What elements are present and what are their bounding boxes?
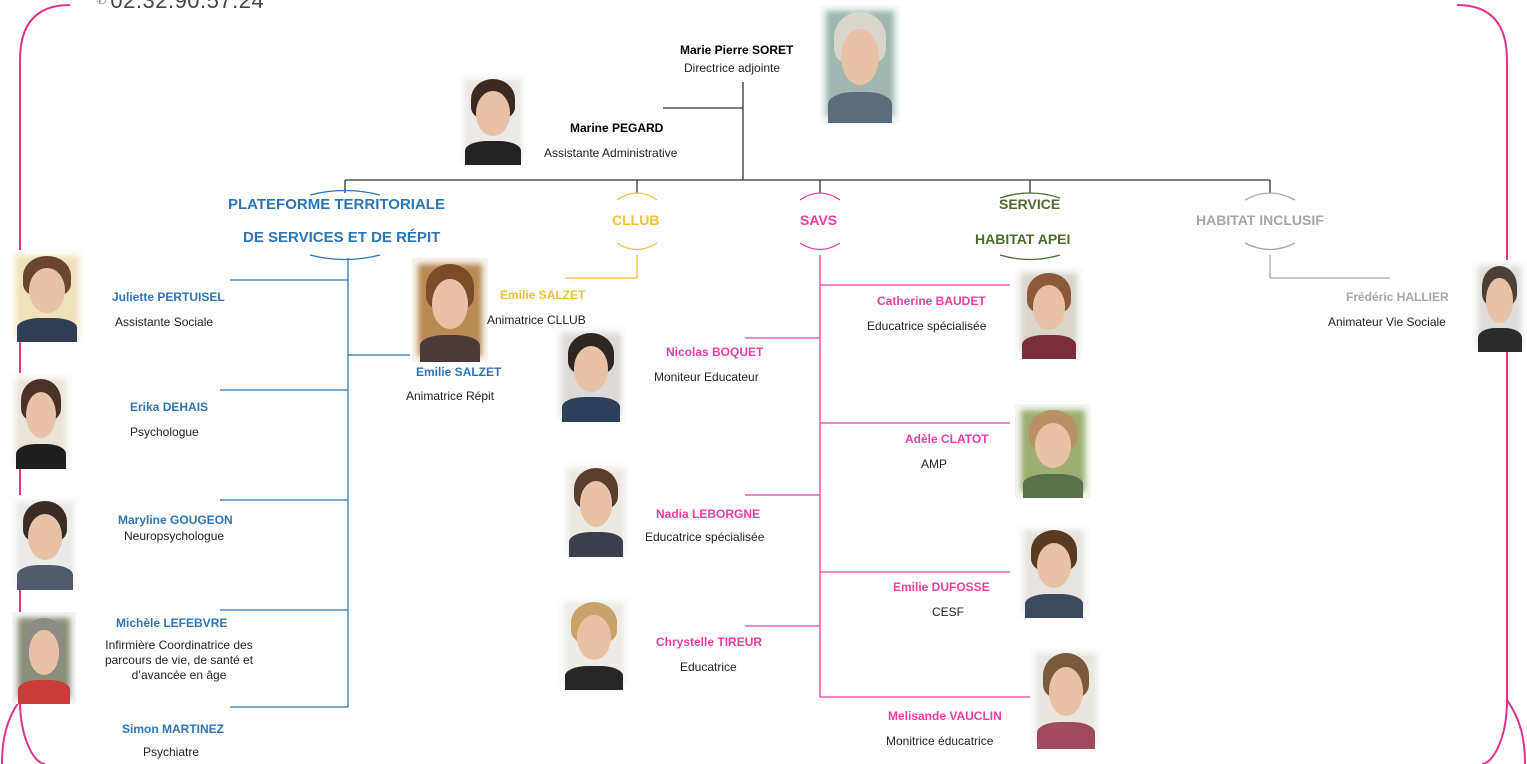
platform-staff-role: Neuropsychologue [124, 529, 225, 543]
photo-melisande-vauclin [1030, 647, 1102, 749]
platform-staff-role: Infirmière Coordinatrice des parcours de… [104, 638, 254, 682]
photo-emilie-dufosse [1018, 524, 1090, 618]
savs-staff-name: Chrystelle TIREUR [656, 635, 763, 649]
savs-staff-role: Educatrice spécialisée [645, 530, 765, 544]
phone-icon: ✆ [96, 0, 107, 8]
phone-number: ✆02.32.90.57.24 [96, 0, 264, 14]
savs-staff-role: Monitrice éducatrice [886, 734, 994, 748]
dept-platform-line1: PLATEFORME TERRITORIALE [228, 196, 445, 213]
photo-nadia-leborgne [562, 462, 630, 557]
photo-catherine-baudet [1015, 267, 1083, 359]
cllub-staff-name: Emilie SALZET [500, 288, 586, 302]
platform-staff-role: Animatrice Répit [406, 389, 495, 403]
photo-juliette-pertuisel [10, 250, 84, 342]
savs-staff-name: Catherine BAUDET [877, 294, 986, 308]
platform-staff-name: Emilie SALZET [416, 365, 502, 379]
platform-staff-role: Psychiatre [143, 745, 200, 759]
platform-staff-name: Michèle LEFEBVRE [116, 616, 228, 630]
photo-emilie-salzet-repit [412, 258, 488, 362]
dept-habitat-inclusif: HABITAT INCLUSIF [1196, 212, 1324, 228]
savs-staff-role: AMP [921, 457, 948, 471]
photo-erika-dehais [10, 373, 72, 469]
savs-staff-role: Moniteur Educateur [654, 370, 759, 384]
phone-number-text: 02.32.90.57.24 [110, 0, 265, 13]
dept-habitat-apei-line1: SERVICE [999, 196, 1061, 212]
platform-staff-role: Assistante Sociale [115, 315, 214, 329]
savs-staff-role: Educatrice spécialisée [867, 319, 987, 333]
dept-habitat-apei-line2: HABITAT APEI [975, 231, 1071, 247]
dept-savs: SAVS [800, 212, 838, 228]
platform-staff-name: Erika DEHAIS [130, 400, 209, 414]
assistant-role: Assistante Administrative [544, 146, 678, 160]
deputy-role: Directrice adjointe [684, 61, 781, 75]
platform-staff-name: Juliette PERTUISEL [112, 290, 225, 304]
habitat-inclusif-staff-name: Frédéric HALLIER [1346, 290, 1449, 304]
savs-staff-name: Melisande VAUCLIN [888, 709, 1002, 723]
assistant-name: Marine PEGARD [570, 121, 664, 135]
photo-frederic-hallier [1472, 260, 1527, 352]
photo-nicolas-boquet [555, 327, 627, 422]
platform-staff-role: Psychologue [130, 425, 199, 439]
dept-platform-line2: DE SERVICES ET DE RÉPIT [243, 229, 441, 246]
savs-staff-name: Nicolas BOQUET [666, 345, 764, 359]
cllub-staff-role: Animatrice CLLUB [487, 313, 586, 327]
dept-cllub: CLLUB [612, 212, 660, 228]
platform-staff-name: Simon MARTINEZ [122, 722, 224, 736]
photo-michele-lefebvre [12, 612, 76, 704]
savs-staff-name: Adèle CLATOT [905, 432, 989, 446]
savs-staff-name: Emilie DUFOSSE [893, 580, 990, 594]
photo-maryline-gougeon [10, 495, 80, 590]
photo-chrystelle-tireur [558, 596, 630, 690]
photo-marine-pegard [458, 73, 528, 165]
habitat-inclusif-staff-role: Animateur Vie Sociale [1328, 315, 1446, 329]
photo-marie-pierre-soret [820, 5, 900, 123]
photo-adele-clatot [1015, 404, 1091, 498]
deputy-name: Marie Pierre SORET [680, 43, 794, 57]
platform-staff-name: Maryline GOUGEON [118, 513, 233, 527]
savs-staff-role: CESF [932, 605, 965, 619]
savs-staff-name: Nadia LEBORGNE [656, 507, 761, 521]
savs-staff-role: Educatrice [680, 660, 737, 674]
